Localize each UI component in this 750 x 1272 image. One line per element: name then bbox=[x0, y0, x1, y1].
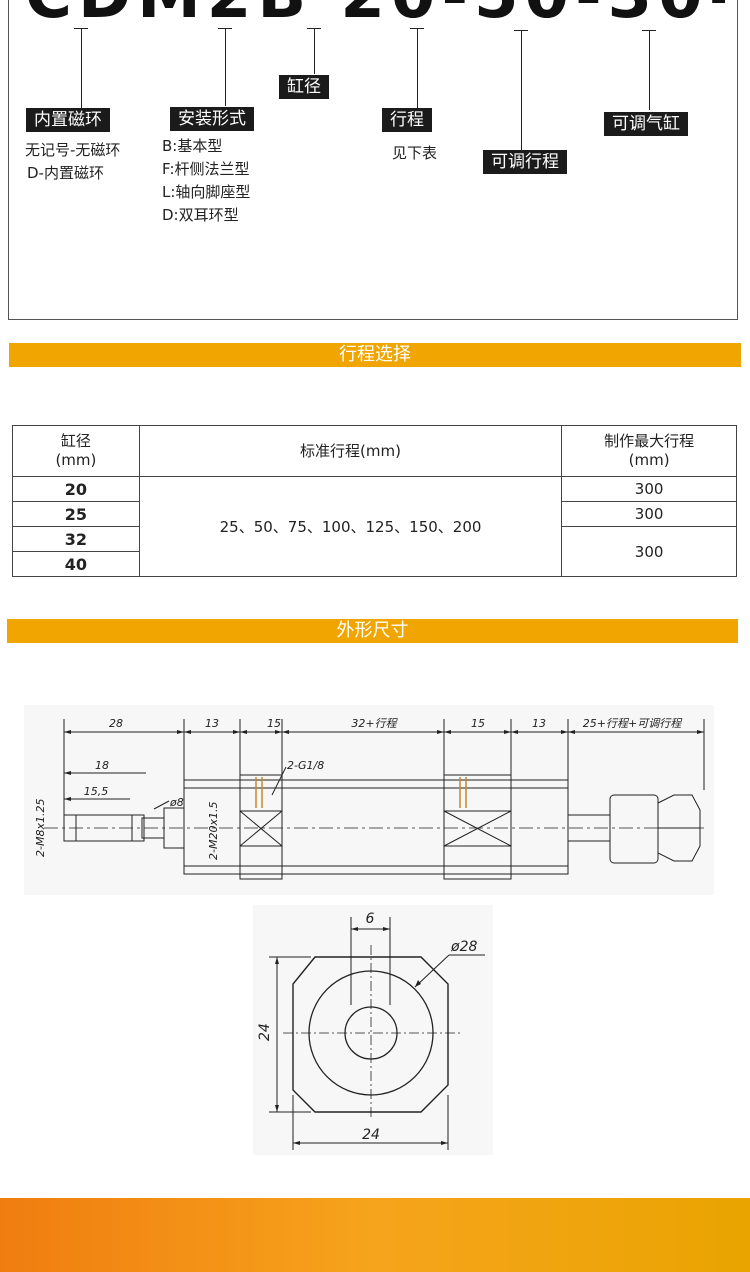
dim-label: ø8 bbox=[169, 796, 184, 809]
dim-label: 18 bbox=[95, 759, 109, 772]
dim-label: 28 bbox=[109, 717, 123, 730]
section-bar-stroke-selection: 行程选择 bbox=[9, 343, 741, 367]
dim-label: 15 bbox=[471, 717, 485, 730]
footer-band bbox=[0, 1198, 750, 1272]
bore-cell: 25 bbox=[12, 501, 140, 527]
bore-cell: 20 bbox=[12, 476, 140, 502]
dim-label: 15,5 bbox=[84, 785, 109, 798]
end-view-labels: 6 ø28 24 24 bbox=[257, 911, 477, 1143]
dim-label: ø28 bbox=[450, 939, 477, 955]
standard-stroke-cell: 25、50、75、100、125、150、200 bbox=[138, 476, 563, 577]
leader-line-adjustable-stroke bbox=[521, 30, 522, 150]
tag-adjustable-cylinder: 可调气缸 bbox=[604, 112, 688, 136]
leader-cap bbox=[74, 28, 88, 29]
rod-thread-label: 2-M8x1.25 bbox=[34, 799, 47, 857]
body-thread-label: 2-M20x1.5 bbox=[207, 802, 220, 860]
table-header-row: 缸径 (mm) 标准行程(mm) 制作最大行程 (mm) bbox=[12, 425, 737, 477]
leader-cap bbox=[410, 28, 424, 29]
stroke-table: 缸径 (mm) 标准行程(mm) 制作最大行程 (mm) 20 25、50、75… bbox=[12, 425, 737, 577]
end-view-drawing: 6 ø28 24 24 bbox=[253, 905, 493, 1155]
dim-label: 25+行程+可调行程 bbox=[583, 717, 683, 730]
leader-cap bbox=[307, 28, 321, 29]
tag-adjustable-stroke: 可调行程 bbox=[483, 150, 567, 174]
dim-label: 15 bbox=[267, 717, 281, 730]
mount-option: D:双耳环型 bbox=[162, 206, 239, 224]
mount-option: L:轴向脚座型 bbox=[162, 183, 251, 201]
header-text: 制作最大行程 bbox=[604, 432, 695, 450]
leader-line-magnet bbox=[81, 28, 82, 108]
table-row: 40 bbox=[12, 551, 737, 577]
header-max-stroke: 制作最大行程 (mm) bbox=[561, 425, 737, 477]
max-stroke-cell: 300 bbox=[561, 501, 737, 527]
tag-stroke: 行程 bbox=[382, 108, 432, 132]
side-view-labels: 28 13 15 32+行程 15 13 25+行程+可调行程 18 15,5 … bbox=[34, 717, 683, 860]
stroke-note: 见下表 bbox=[392, 144, 438, 162]
bore-cell: 40 bbox=[12, 551, 140, 577]
header-standard-stroke: 标准行程(mm) bbox=[138, 425, 563, 477]
mount-option: B:基本型 bbox=[162, 137, 223, 155]
leader-line-adjustable-cylinder bbox=[649, 30, 650, 110]
header-bore: 缸径 (mm) bbox=[12, 425, 140, 477]
bore-cell: 32 bbox=[12, 526, 140, 552]
drawing-background bbox=[24, 705, 714, 895]
dim-label: 24 bbox=[257, 1023, 273, 1041]
max-stroke-cell: 300 bbox=[561, 526, 737, 577]
max-stroke-cell: 300 bbox=[561, 476, 737, 502]
leader-line-stroke bbox=[417, 28, 418, 108]
leader-cap bbox=[514, 30, 528, 31]
dim-label: 24 bbox=[362, 1127, 380, 1143]
table-row: 25 300 bbox=[12, 501, 737, 527]
dim-label: 32+行程 bbox=[351, 717, 398, 730]
tag-mount: 安装形式 bbox=[170, 107, 254, 131]
header-text: (mm) bbox=[628, 451, 670, 469]
ordering-code-frame bbox=[8, 0, 738, 320]
leader-line-bore bbox=[314, 28, 315, 74]
leader-cap bbox=[218, 28, 232, 29]
mount-options: B:基本型 F:杆侧法兰型 L:轴向脚座型 D:双耳环型 bbox=[162, 135, 250, 227]
dim-label: 13 bbox=[532, 717, 546, 730]
header-text: 缸径 bbox=[60, 432, 91, 450]
table-row: 20 25、50、75、100、125、150、200 300 bbox=[12, 476, 737, 577]
tag-bore: 缸径 bbox=[279, 75, 329, 99]
magnet-options: 无记号-无磁环 D-内置磁环 bbox=[25, 139, 120, 185]
port-label: 2-G1/8 bbox=[287, 759, 324, 772]
section-bar-dimensions: 外形尺寸 bbox=[7, 619, 738, 643]
model-code: CDM2B 20-50-30-XC8 bbox=[25, 0, 725, 26]
dim-label: 6 bbox=[366, 911, 375, 927]
dim-label: 13 bbox=[205, 717, 219, 730]
side-view-drawing: 28 13 15 32+行程 15 13 25+行程+可调行程 18 15,5 … bbox=[24, 705, 714, 895]
tag-magnet: 内置磁环 bbox=[26, 108, 110, 132]
magnet-option: D-内置磁环 bbox=[27, 164, 104, 182]
header-text: (mm) bbox=[55, 451, 97, 469]
leader-cap bbox=[642, 30, 656, 31]
magnet-option: 无记号-无磁环 bbox=[25, 141, 121, 159]
mount-option: F:杆侧法兰型 bbox=[162, 160, 250, 178]
leader-line-mount bbox=[225, 28, 226, 106]
